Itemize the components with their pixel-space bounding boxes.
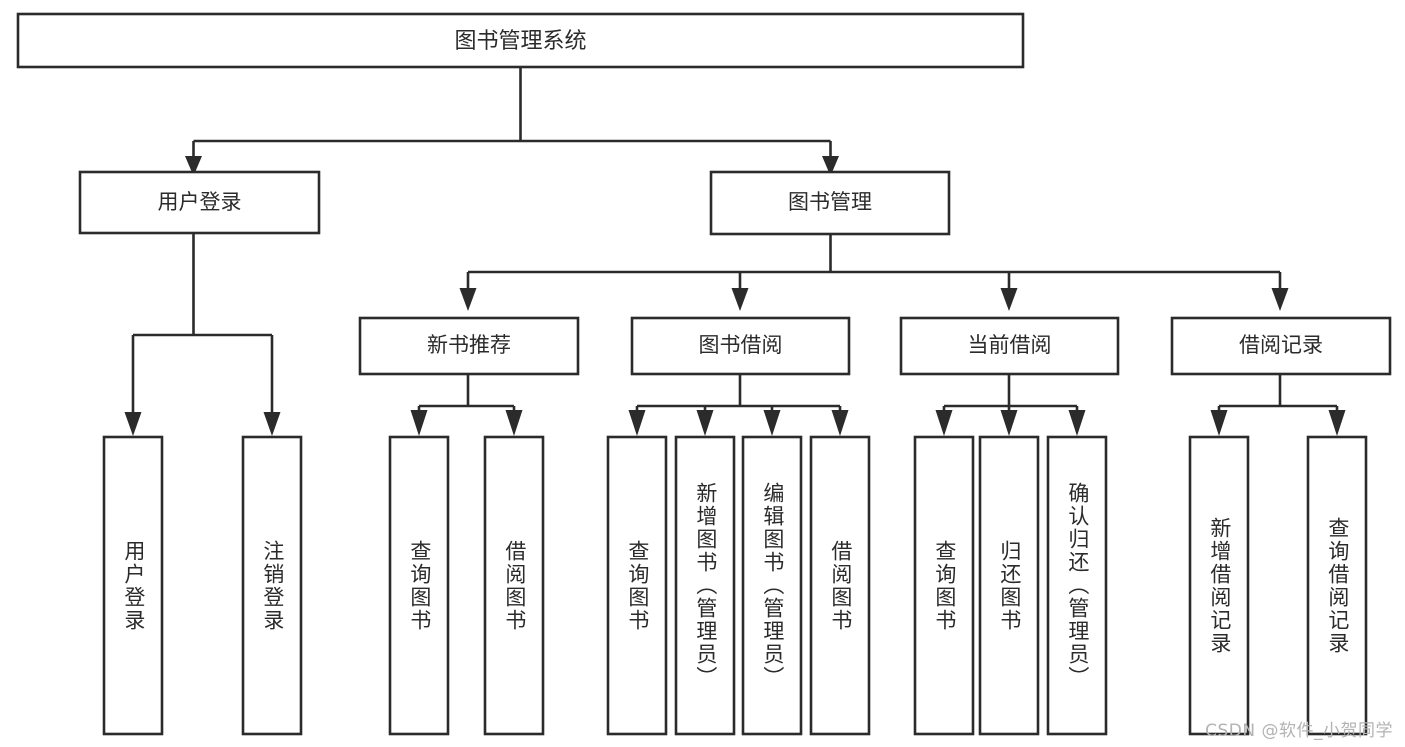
node-book-borrow-label: 图书借阅 [699,333,783,357]
node-new-book-recommend[interactable]: 新书推荐 [358,316,580,376]
arrow-head-leaf-query-book-2 [628,410,646,436]
arrow-head-leaf-query-book-3 [935,410,953,436]
arrow-head-book-borrow [731,288,749,311]
arrow-head-leaf-confirm-return [1068,410,1086,436]
leaf-box-add-record[interactable] [1188,435,1250,736]
leaf-box-return-book[interactable] [978,435,1040,736]
leaf-box-query-book-recommend[interactable] [388,435,450,736]
node-user-login-box[interactable] [78,170,321,235]
arrow-head-new-book-recommend [459,288,477,311]
node-book-borrow[interactable]: 图书借阅 [630,316,851,376]
node-root-label: 图书管理系统 [454,29,586,54]
leaf-box-query-book-current[interactable] [913,435,975,736]
arrow-head-leaf-edit-book [763,410,781,436]
node-borrow-record[interactable]: 借阅记录 [1170,316,1392,376]
leaf-box-logout[interactable] [241,435,303,736]
arrow-head-leaf-query-record [1328,410,1346,436]
arrow-head-leaf-return-book [1000,410,1018,436]
watermark-text: CSDN @软件_小贺同学 [1205,721,1393,741]
node-current-borrow-label: 当前借阅 [968,333,1052,357]
arrow-head-current-borrow [1000,288,1018,311]
node-borrow-record-label: 借阅记录 [1239,333,1323,357]
node-user-login[interactable]: 用户登录 [78,170,321,235]
leaf-box-borrow-book-recommend[interactable] [483,435,545,736]
node-book-manage[interactable]: 图书管理 [709,170,951,236]
node-borrow-record-box[interactable] [1170,316,1392,376]
node-current-borrow[interactable]: 当前借阅 [899,316,1120,376]
leaf-box-edit-book[interactable] [741,435,803,736]
node-book-manage-label: 图书管理 [788,190,872,214]
arrow-head-book-manage [822,156,839,176]
arrow-head-leaf-user-login [124,412,142,436]
arrow-head-leaf-logout [263,412,281,436]
leaf-box-confirm-return[interactable] [1046,435,1108,736]
arrow-head-leaf-borrow-book-2 [831,410,849,436]
leaf-box-query-record[interactable] [1306,435,1368,736]
arrow-head-leaf-add-book [696,410,714,436]
leaf-box-query-book-borrow[interactable] [606,435,668,736]
node-user-login-label: 用户登录 [158,190,242,214]
connector-layer [124,67,1346,436]
arrow-head-borrow-record [1271,288,1289,311]
node-current-borrow-box[interactable] [899,316,1120,376]
arrow-head-leaf-borrow-book-1 [505,410,523,436]
node-new-book-recommend-label: 新书推荐 [427,333,511,357]
arrow-head-leaf-query-book-1 [410,410,428,436]
node-book-borrow-box[interactable] [630,316,851,376]
arrow-head-leaf-add-record [1210,410,1228,436]
node-book-manage-box[interactable] [709,170,951,236]
leaf-box-borrow-book[interactable] [809,435,871,736]
leaf-box-layer [102,435,1368,736]
leaf-box-user-login[interactable] [102,435,164,736]
node-root-box[interactable] [16,12,1025,69]
leaf-box-add-book[interactable] [674,435,736,736]
node-new-book-recommend-box[interactable] [358,316,580,376]
arrow-head-user-login [185,156,202,176]
node-root[interactable]: 图书管理系统 [16,12,1025,69]
